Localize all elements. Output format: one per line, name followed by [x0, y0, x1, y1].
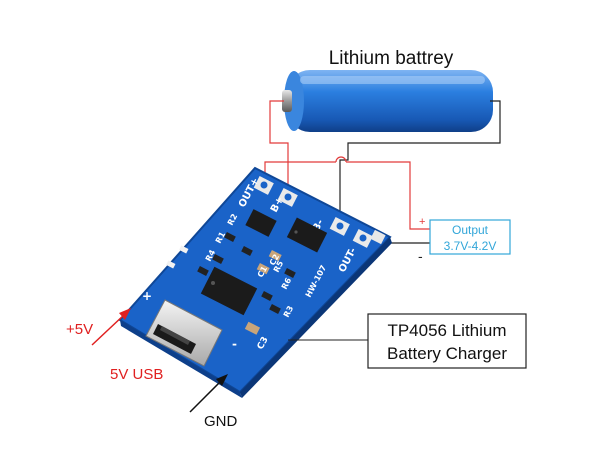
output-box: Output 3.7V-4.2V: [429, 219, 511, 255]
battery-plus-pad: [277, 188, 298, 207]
micro-usb-connector: [145, 299, 223, 367]
charger-label-line1: TP4056 Lithium: [387, 321, 506, 340]
battery-label: Lithium battrey: [329, 48, 454, 69]
protection-ic-1: [245, 209, 277, 237]
gnd-label: GND: [204, 413, 238, 430]
output-minus-pad: [352, 229, 373, 248]
output-minus-sign: -: [418, 248, 423, 264]
silk-minus: -: [232, 337, 237, 351]
corner-pad: [370, 229, 386, 245]
protection-ic-2: [286, 217, 328, 253]
battery-minus-pad: [329, 217, 350, 236]
tp4056-chip: [200, 266, 258, 316]
output-label: Output: [452, 223, 489, 237]
plus-5v-arrow: [91, 308, 131, 346]
passive-components: [166, 232, 296, 335]
plus-5v-label: +5V: [66, 321, 93, 338]
output-plus-sign: +: [419, 216, 425, 228]
output-plus-pad: [253, 176, 274, 195]
battery-wires: [269, 100, 501, 225]
charger-label-box: TP4056 Lithium Battery Charger: [367, 313, 527, 369]
lithium-battery: [282, 70, 493, 132]
tp4056-board: OUT+ B+ B- OUT-: [118, 166, 392, 398]
output-voltage: 3.7V-4.2V: [444, 239, 497, 253]
charger-label-line2: Battery Charger: [387, 344, 507, 363]
silk-plus: +: [142, 289, 152, 303]
gnd-arrow: [189, 374, 228, 413]
usb-5v-label: 5V USB: [110, 366, 163, 383]
